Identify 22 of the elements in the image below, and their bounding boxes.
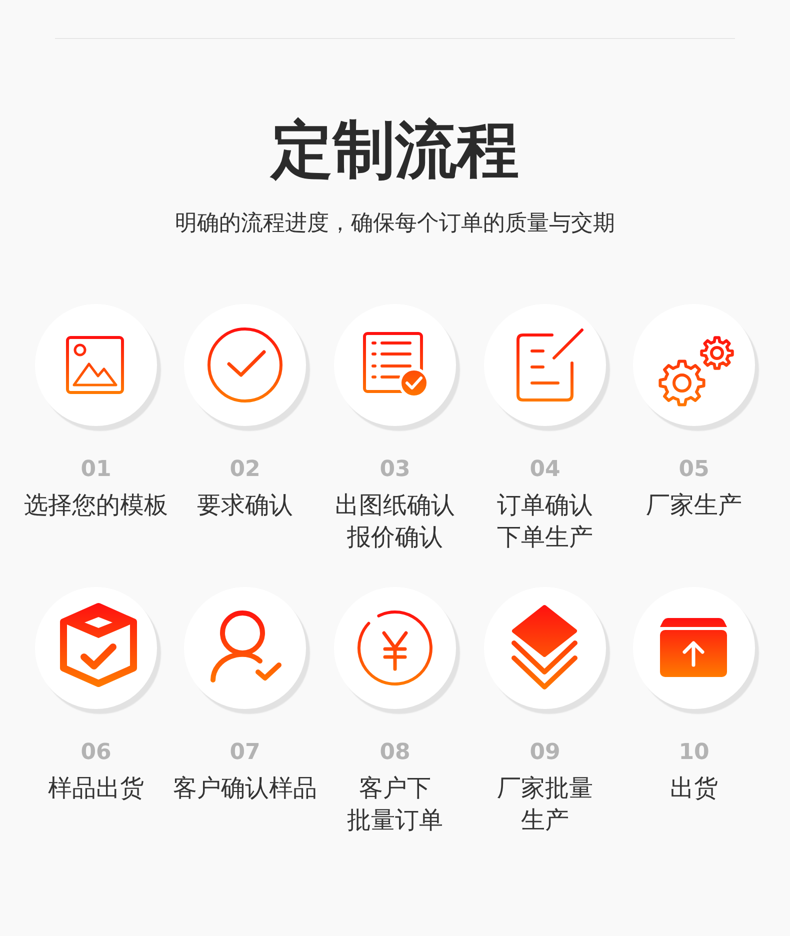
- subtitle: 明确的流程进度，确保每个订单的质量与交期: [175, 210, 615, 238]
- step-number: 10: [678, 740, 710, 766]
- step-number: 03: [380, 457, 410, 483]
- step-number: 04: [530, 457, 560, 483]
- step-label: 厂家生产: [646, 490, 742, 521]
- step-label: 客户确认样品: [173, 773, 317, 804]
- step-label: 选择您的模板: [24, 490, 168, 521]
- step-number: 09: [530, 740, 560, 766]
- step-number: 06: [80, 740, 112, 766]
- step-number: 07: [230, 740, 260, 766]
- step-label: 样品出货: [48, 773, 144, 804]
- step-label: 厂家批量生产: [497, 773, 593, 836]
- step-number: 02: [230, 457, 260, 483]
- step-label: 出货: [670, 773, 718, 804]
- step-label: 要求确认: [197, 490, 293, 521]
- step-number: 05: [678, 457, 710, 483]
- step-label: 客户下批量订单: [347, 773, 443, 836]
- step-label: 出图纸确认报价确认: [335, 490, 455, 553]
- step-number: 08: [380, 740, 410, 766]
- page-title: 定制流程: [271, 116, 519, 184]
- step-number: 01: [80, 457, 112, 483]
- step-label: 订单确认下单生产: [497, 490, 593, 553]
